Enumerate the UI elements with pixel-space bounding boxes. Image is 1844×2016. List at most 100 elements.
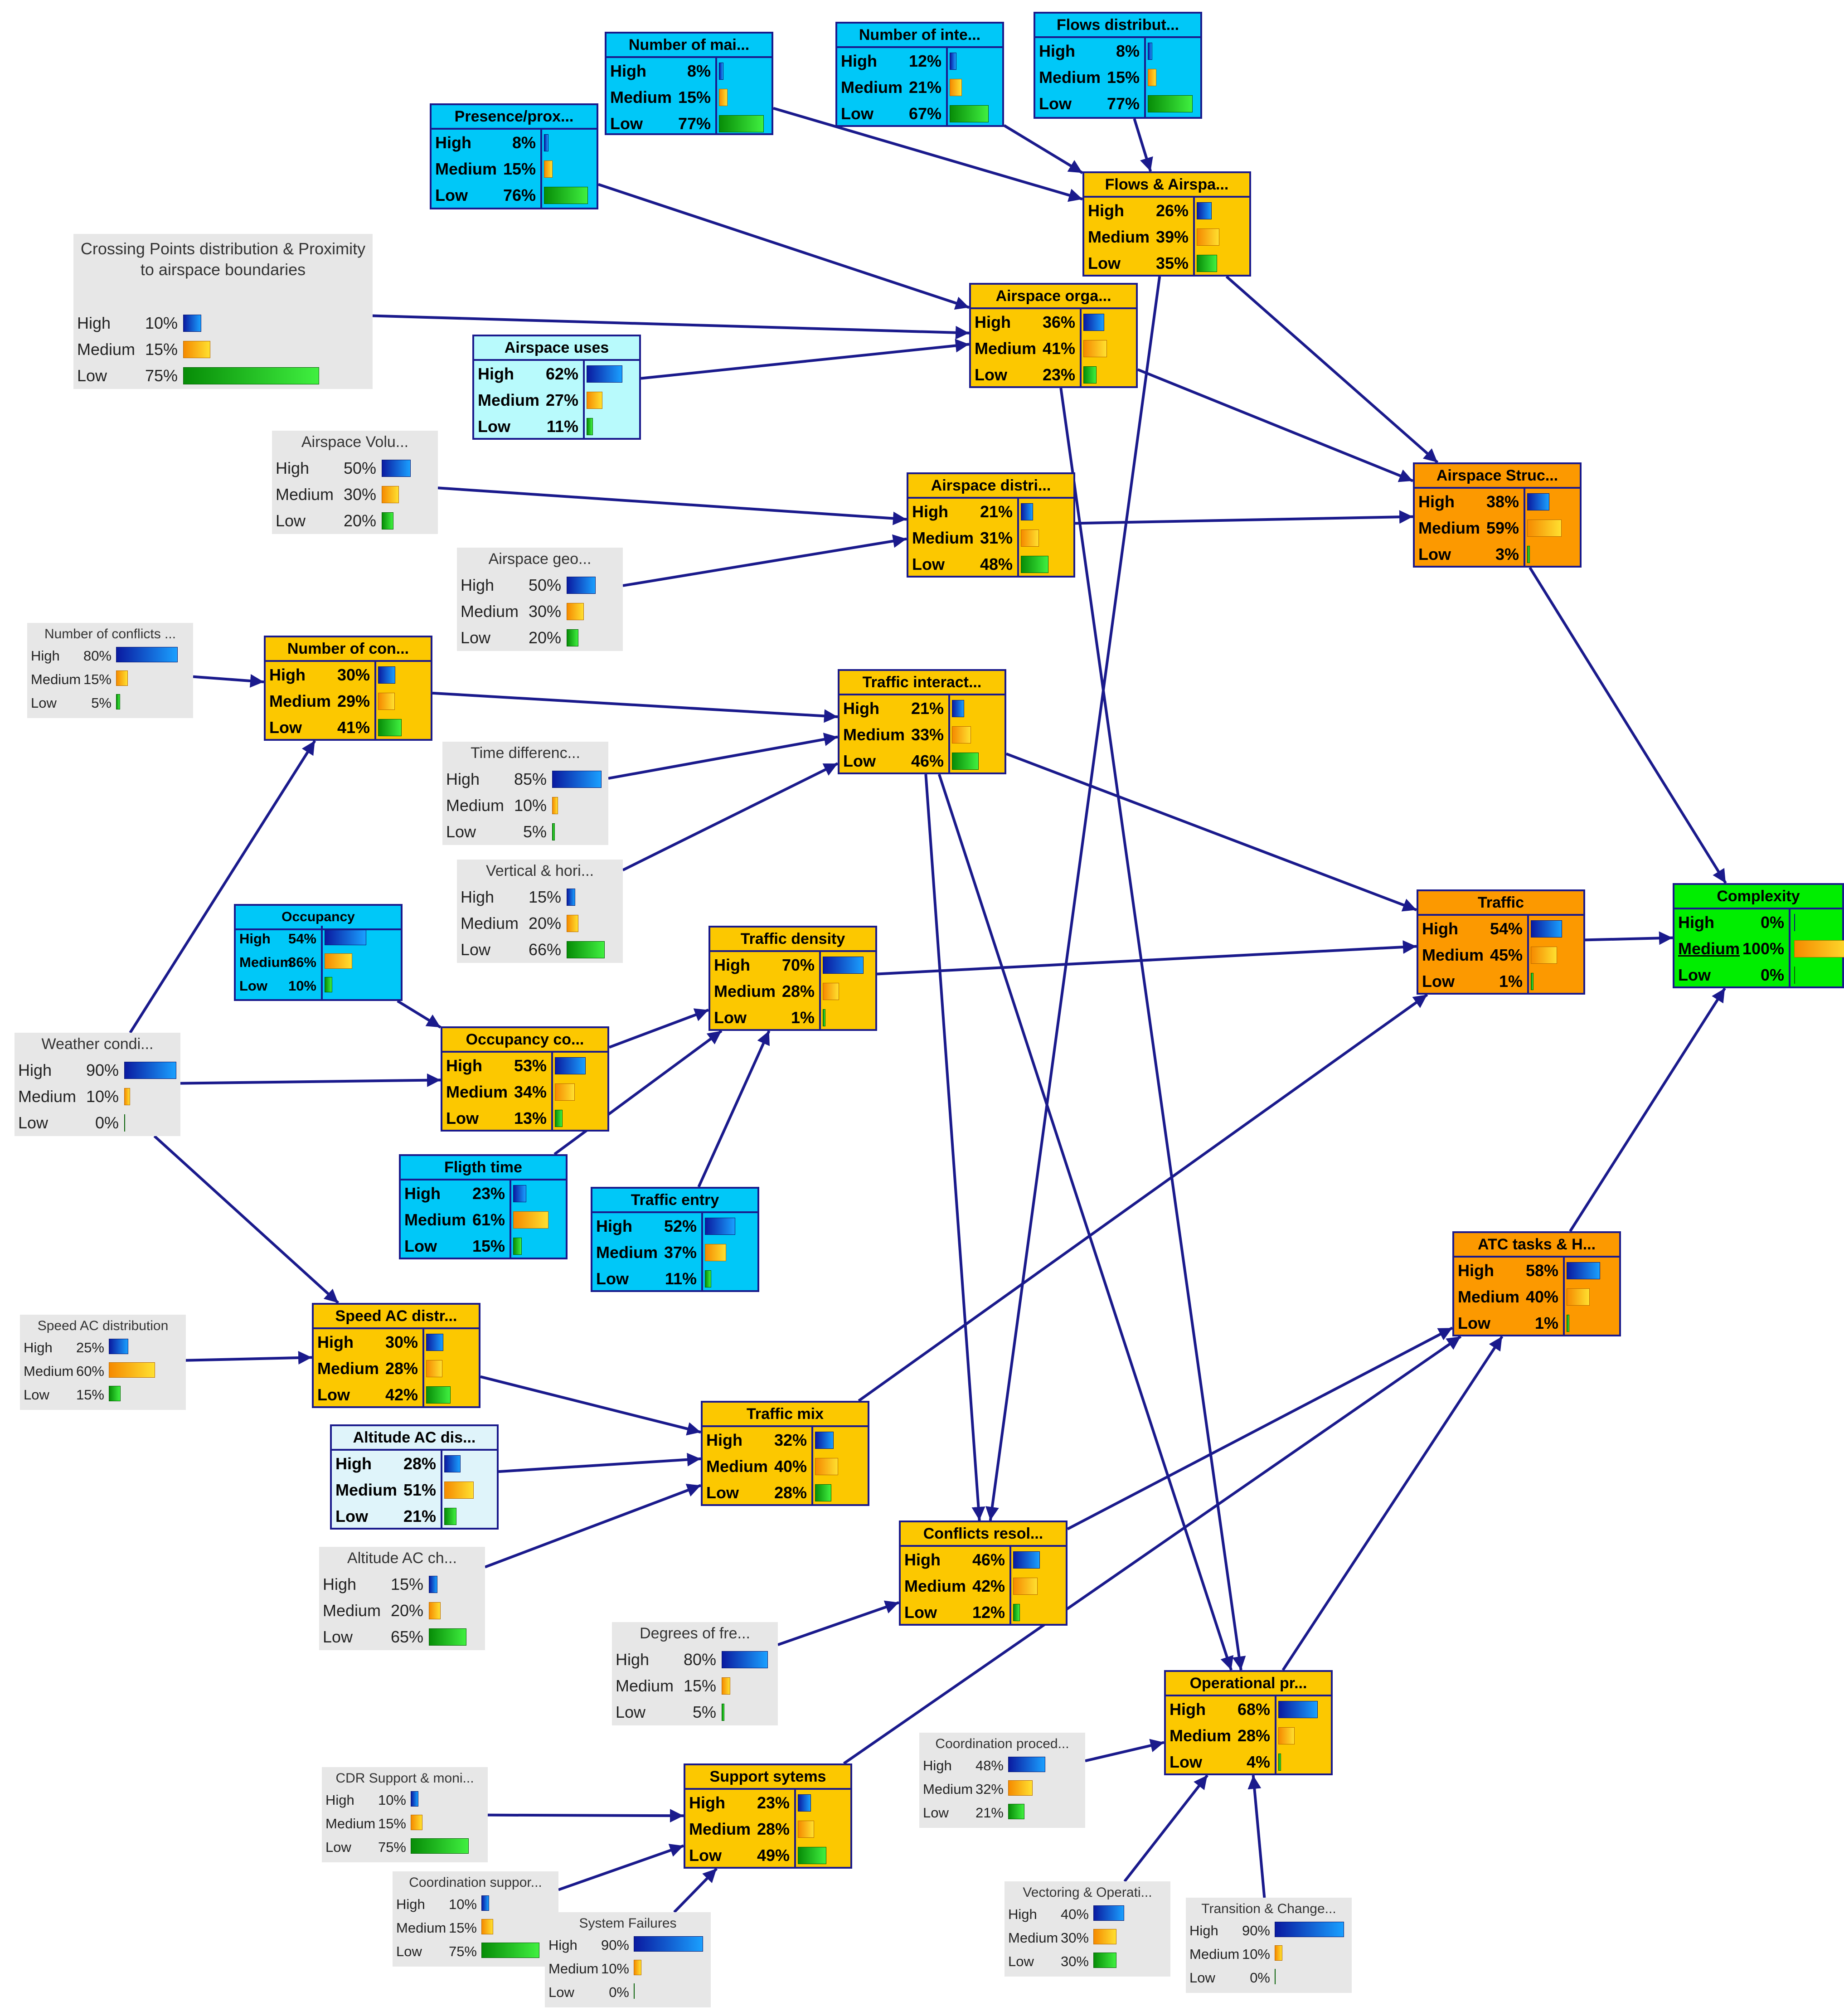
state-label: High: [446, 770, 480, 788]
state-percent: 28%: [385, 1359, 418, 1378]
state-label: High: [923, 1758, 952, 1773]
state-label: High: [1678, 913, 1714, 932]
state-percent: 39%: [1155, 228, 1189, 246]
state-percent: 90%: [86, 1061, 119, 1079]
state-label: Low: [239, 978, 267, 994]
node-divider: [422, 1329, 424, 1406]
state-label: Medium: [689, 1820, 751, 1838]
state-percent: 13%: [514, 1109, 547, 1127]
probability-bar: [587, 392, 602, 409]
edge-airorg-to-airstruc: [1137, 368, 1414, 482]
probability-bar: [116, 670, 128, 686]
state-percent: 80%: [683, 1650, 716, 1669]
edge-altdis-to-trafmix: [498, 1452, 701, 1473]
edge-occupancy-to-occco: [397, 1000, 442, 1029]
state-percent: 20%: [528, 914, 561, 933]
node-title: Fligth time: [401, 1156, 566, 1180]
state-label: Low: [616, 1703, 646, 1721]
probability-bar: [722, 1704, 724, 1721]
state-label: Low: [461, 628, 491, 647]
probability-bar: [815, 1484, 831, 1501]
probability-bar: [429, 1576, 437, 1593]
node-title: Weather condi...: [41, 1035, 154, 1053]
state-label: Medium: [317, 1359, 379, 1378]
node-crossing[interactable]: Crossing Points distribution & Proximity…: [73, 234, 373, 389]
node-divider: [794, 1790, 796, 1867]
probability-bar: [1531, 973, 1533, 990]
state-label: Low: [24, 1387, 49, 1403]
state-label: High: [1169, 1700, 1206, 1719]
edge-numcon-to-trafinter: [432, 691, 838, 723]
state-percent: 25%: [76, 1340, 104, 1355]
state-percent: 51%: [403, 1481, 436, 1499]
state-percent: 100%: [1742, 939, 1784, 958]
node-divider: [1080, 309, 1082, 386]
state-row-high: High 68%: [1166, 1696, 1331, 1723]
state-label: Low: [461, 940, 491, 959]
state-label: High: [335, 1454, 372, 1473]
edge-coordsup-to-support: [558, 1844, 684, 1891]
state-percent: 68%: [1237, 1700, 1270, 1719]
probability-bar: [426, 1386, 451, 1404]
node-title: Traffic density: [710, 928, 875, 952]
state-percent: 40%: [774, 1457, 807, 1476]
state-label: Low: [1088, 254, 1121, 272]
node-divider: [819, 952, 821, 1029]
probability-bar: [567, 577, 596, 594]
probability-bar: [552, 823, 555, 840]
state-label: Medium: [975, 339, 1037, 358]
probability-bar: [481, 1943, 539, 1958]
node-title: Altitude AC ch...: [347, 1550, 457, 1567]
node-divider: [374, 662, 376, 739]
state-percent: 48%: [980, 555, 1013, 573]
